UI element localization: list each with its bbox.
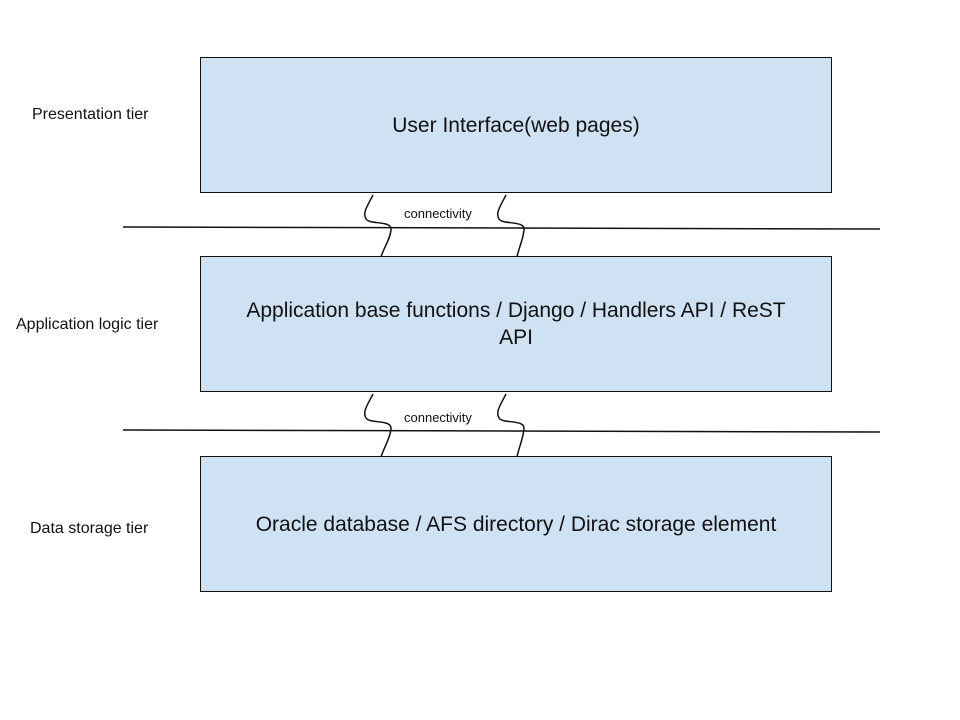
data-storage-tier-text: Oracle database / AFS directory / Dirac … <box>255 512 777 536</box>
connectivity-label-1: connectivity <box>404 206 472 221</box>
tier-label-data-storage: Data storage tier <box>30 520 149 537</box>
connector-squiggle-left-2 <box>363 393 392 458</box>
presentation-tier-box: User Interface(web pages) <box>200 57 832 193</box>
presentation-tier-text: User Interface(web pages) <box>392 113 640 137</box>
connector-squiggle-right-2 <box>496 393 525 458</box>
connector-squiggle-right-1 <box>496 194 525 258</box>
tier-label-presentation: Presentation tier <box>32 106 149 123</box>
tier-divider-1 <box>122 226 881 230</box>
tier-divider-2 <box>122 429 881 433</box>
application-tier-box: Application base functions / Django / Ha… <box>200 256 832 392</box>
data-storage-tier-box: Oracle database / AFS directory / Dirac … <box>200 456 832 592</box>
application-tier-text: Application base functions / Django / Ha… <box>246 299 786 349</box>
connectivity-label-2: connectivity <box>404 410 472 425</box>
connector-squiggle-left-1 <box>363 194 392 258</box>
tier-label-application: Application logic tier <box>16 316 159 333</box>
